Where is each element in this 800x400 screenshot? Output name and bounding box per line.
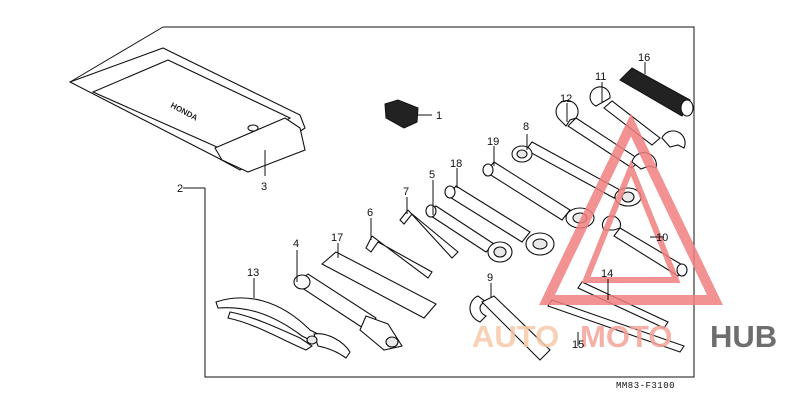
label-12: 12 [560,93,572,105]
item-16-screwdriver-handle [619,67,694,117]
label-18: 18 [450,158,462,170]
item-5-box-wrench [425,204,513,263]
label-17: 17 [331,232,343,244]
label-6: 6 [367,207,373,219]
label-13: 13 [247,267,259,279]
label-10: 10 [656,232,668,244]
label-8: 8 [523,121,529,133]
watermark-triangle [539,113,723,305]
watermark-moto: MOTO [580,319,672,354]
item-9-hook-wrench [469,295,551,361]
label-16: 16 [638,52,650,64]
label-5: 5 [429,169,435,181]
tool-pouch: HONDA [68,47,306,173]
label-9: 9 [487,272,493,284]
label-7: 7 [403,186,409,198]
label-3: 3 [261,181,267,193]
callout-lines [183,62,664,346]
label-11: 11 [595,71,606,83]
diagram-frame [69,26,695,378]
watermark-auto: AUTO [472,319,559,354]
callout-numbers: 1 2 3 4 5 6 7 8 9 10 11 12 13 14 15 16 1… [177,52,668,351]
item-13-pliers [215,297,351,359]
figure-code: MM83-F3100 [616,381,675,391]
item-17-flat-bar [321,251,437,319]
item-4-plug-wrench [293,273,403,351]
item-18-box-wrench [444,185,555,256]
item-1-clip [384,99,430,129]
watermark-hub: HUB [710,319,777,354]
item-6-hex-key [365,235,433,279]
label-1: 1 [436,110,442,122]
label-2: 2 [177,183,183,195]
label-14: 14 [601,268,613,280]
watermark: AUTO MOTO HUB [472,113,777,354]
item-7-hex-key [399,209,459,259]
label-15: 15 [572,339,584,351]
label-19: 19 [487,136,499,148]
label-4: 4 [293,238,299,250]
